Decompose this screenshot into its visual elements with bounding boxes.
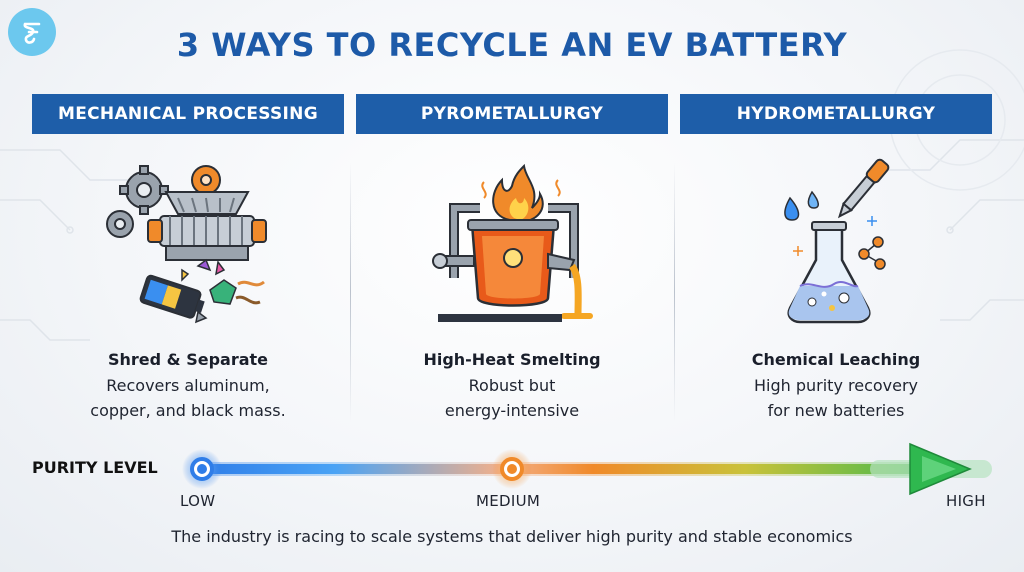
purity-gradient-arrow xyxy=(182,442,992,496)
brand-logo-mark xyxy=(23,22,41,44)
header-hydrometallurgy: HYDROMETALLURGY xyxy=(680,94,992,134)
shredder-gears-icon xyxy=(106,165,267,324)
caption-line-pyro-2: energy-intensive xyxy=(444,401,580,420)
purity-low-label: LOW xyxy=(180,492,216,510)
caption-title-hydro: Chemical Leaching xyxy=(751,350,921,369)
caption-title-pyro: High-Heat Smelting xyxy=(423,350,601,369)
purity-medium-label: MEDIUM xyxy=(476,492,541,510)
purity-level-label: PURITY LEVEL xyxy=(32,458,158,477)
header-mechanical-processing: MECHANICAL PROCESSING xyxy=(32,94,344,134)
caption-line-mechanical-2: copper, and black mass. xyxy=(90,401,286,420)
caption-line-mechanical-1: Recovers aluminum, xyxy=(106,376,270,395)
purity-high-label: HIGH xyxy=(946,492,986,510)
caption-line-hydro-2: for new batteries xyxy=(767,401,905,420)
caption-title-mechanical: Shred & Separate xyxy=(107,350,268,369)
furnace-flame-icon xyxy=(432,163,593,322)
caption-line-pyro-1: Robust but xyxy=(468,376,556,395)
column-divider xyxy=(674,162,675,422)
header-pyrometallurgy: PYROMETALLURGY xyxy=(356,94,668,134)
column-divider xyxy=(350,162,351,422)
page-title: 3 WAYS TO RECYCLE AN EV BATTERY xyxy=(176,26,848,64)
brand-logo xyxy=(8,8,56,56)
chemical-flask-icon xyxy=(784,158,890,324)
caption-line-hydro-1: High purity recovery xyxy=(753,376,919,395)
footer-text: The industry is racing to scale systems … xyxy=(171,527,853,546)
